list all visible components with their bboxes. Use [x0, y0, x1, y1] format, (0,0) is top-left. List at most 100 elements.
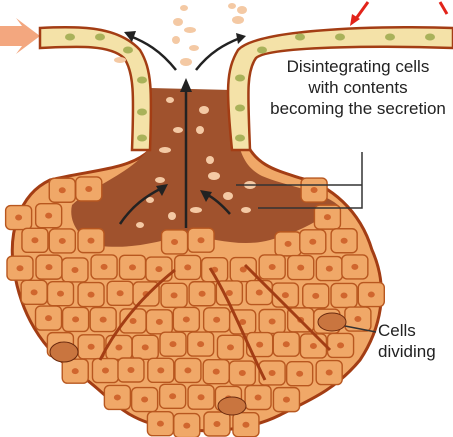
secretion-droplet: [241, 207, 251, 213]
pointer-arrow: [0, 18, 40, 54]
cell-nucleus: [227, 344, 234, 350]
cell-nucleus: [156, 319, 163, 325]
cell-nucleus: [171, 292, 178, 298]
secretion-droplet: [232, 16, 244, 24]
secretion-droplet: [237, 6, 247, 14]
secretion-droplet: [173, 127, 183, 133]
cell-nucleus: [226, 290, 233, 296]
cell-nucleus: [183, 316, 190, 322]
label-dividing-line-1: Cells: [378, 320, 436, 341]
duct-cell-nucleus: [137, 135, 147, 142]
duct-cell-nucleus: [137, 77, 147, 84]
cell-nucleus: [169, 393, 176, 399]
pointer-arrow-shape: [0, 18, 40, 54]
cell-nucleus: [337, 342, 344, 348]
cell-nucleus: [326, 266, 333, 272]
cell-nucleus: [155, 266, 162, 272]
secretion-droplet: [173, 18, 183, 26]
secretion-droplet: [166, 97, 174, 103]
cell-nucleus: [198, 394, 205, 400]
cell-nucleus: [171, 239, 178, 245]
cell-nucleus: [88, 344, 95, 350]
cell-nucleus: [285, 241, 292, 247]
duct-cell-nucleus: [235, 75, 245, 82]
cell-nucleus: [184, 264, 191, 270]
cell-nucleus: [324, 214, 331, 220]
duct-cell-nucleus: [65, 34, 75, 41]
secretion-droplet: [114, 57, 126, 63]
cell-nucleus: [85, 186, 92, 192]
cell-nucleus: [197, 341, 204, 347]
cell-nucleus: [45, 213, 52, 219]
dividing-cell-left: [50, 342, 78, 362]
label-disintegrating-cells: Disintegrating cells with contents becom…: [258, 56, 453, 119]
secretion-droplet: [206, 156, 214, 164]
cell-nucleus: [283, 397, 290, 403]
secretion-droplet: [228, 3, 236, 9]
duct-cell-nucleus: [123, 47, 133, 54]
cell-nucleus: [142, 344, 149, 350]
secretion-droplet: [168, 212, 176, 220]
duct-cell-nucleus: [235, 105, 245, 112]
cell-nucleus: [256, 290, 263, 296]
cell-nucleus: [15, 215, 22, 221]
cell-nucleus: [213, 317, 220, 323]
secretion-droplet: [172, 36, 180, 44]
label-disintegrating-line-1: Disintegrating cells: [258, 56, 453, 77]
cell-nucleus: [198, 237, 205, 243]
cell-nucleus: [184, 367, 191, 373]
cell-nucleus: [255, 395, 262, 401]
secretion-droplet: [180, 5, 188, 11]
cell-nucleus: [101, 264, 108, 270]
cell-nucleus: [269, 264, 276, 270]
duct-cell-nucleus: [385, 34, 395, 41]
cell-nucleus: [351, 264, 358, 270]
cell-nucleus: [341, 292, 348, 298]
secretion-droplet: [189, 45, 199, 51]
cell-nucleus: [213, 369, 220, 375]
secretion-droplet: [196, 126, 204, 134]
cell-nucleus: [100, 317, 107, 323]
label-dividing-line-2: dividing: [378, 341, 436, 362]
cell-nucleus: [310, 343, 317, 349]
cell-nucleus: [16, 265, 23, 271]
secretion-droplet: [184, 27, 196, 33]
cell-nucleus: [117, 290, 124, 296]
cell-nucleus: [129, 264, 136, 270]
secretion-droplet: [190, 207, 202, 213]
cell-nucleus: [283, 341, 290, 347]
cell-nucleus: [45, 315, 52, 321]
cell-nucleus: [102, 368, 109, 374]
cell-nucleus: [31, 237, 38, 243]
cell-nucleus: [130, 318, 137, 324]
duct-cell-nucleus: [137, 109, 147, 116]
duct-cell-nucleus: [257, 47, 267, 54]
cell-nucleus: [31, 289, 38, 295]
cell-nucleus: [282, 292, 289, 298]
secretion-droplet: [136, 222, 144, 228]
cell-nucleus: [269, 318, 276, 324]
cell-nucleus: [127, 367, 134, 373]
duct-cell-nucleus: [95, 34, 105, 41]
cell-nucleus: [169, 341, 176, 347]
cell-nucleus: [309, 239, 316, 245]
duct-cell-nucleus: [425, 34, 435, 41]
secretion-droplet: [199, 106, 209, 114]
arrowhead-right-up: [236, 33, 246, 44]
duct-cell-nucleus: [295, 34, 305, 41]
secretion-droplet: [180, 58, 192, 66]
cell-nucleus: [87, 238, 94, 244]
cell-nucleus: [72, 316, 79, 322]
cell-nucleus: [157, 421, 164, 427]
secretion-droplet: [223, 192, 233, 200]
cell-nucleus: [45, 264, 52, 270]
red-arrows: [350, 2, 447, 26]
cell-nucleus: [296, 371, 303, 377]
cell-nucleus: [72, 368, 79, 374]
cell-nucleus: [115, 344, 122, 350]
duct-cell-nucleus: [235, 135, 245, 142]
cell-nucleus: [57, 291, 64, 297]
label-disintegrating-line-2: with contents: [258, 77, 453, 98]
cell-nucleus: [354, 316, 361, 322]
cell-nucleus: [157, 367, 164, 373]
